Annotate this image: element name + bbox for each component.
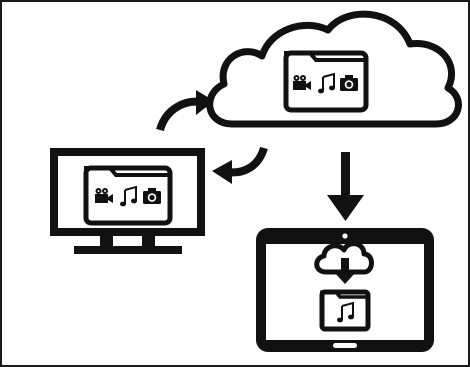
tablet xyxy=(256,228,434,352)
cloud-storage xyxy=(206,10,462,128)
cloud-download-icon xyxy=(314,241,374,284)
sync-arrows-icon xyxy=(156,90,268,184)
arrow-down-icon xyxy=(327,152,364,221)
desktop-monitor xyxy=(50,148,205,254)
monitor-folder-icon xyxy=(83,165,173,226)
tablet-folder-icon xyxy=(319,289,371,332)
